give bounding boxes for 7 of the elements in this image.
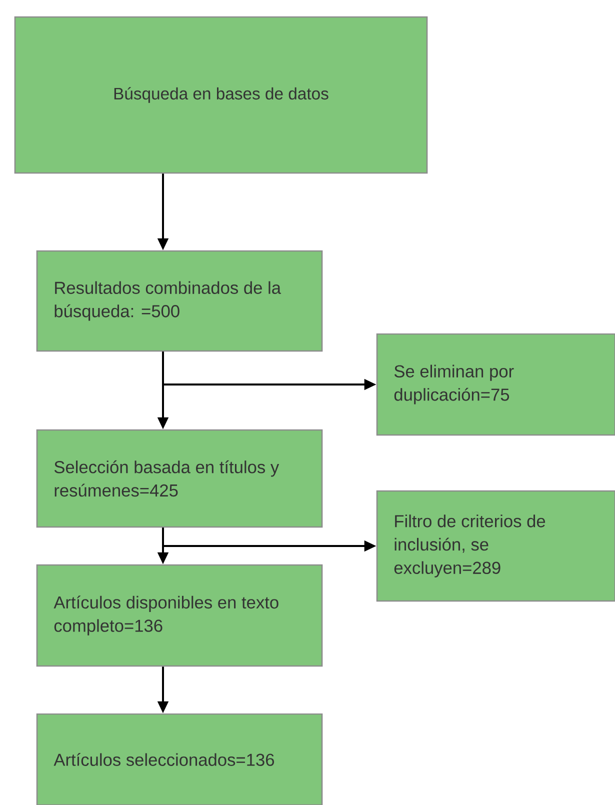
process-box: Búsqueda en bases de datos [14,16,428,174]
process-box: Filtro de criterios de inclusión, se excluyen=289 [376,490,615,602]
process-box: Se eliminan por duplicación=75 [376,333,615,436]
process-box: Selección basada en títulos y resúmenes=425 [36,429,323,528]
process-box: Resultados combinados de la búsqueda: =500 [36,250,323,352]
process-box: Artículos seleccionados=136 [36,713,323,805]
process-box: Artículos disponibles en texto completo=136 [36,564,323,667]
